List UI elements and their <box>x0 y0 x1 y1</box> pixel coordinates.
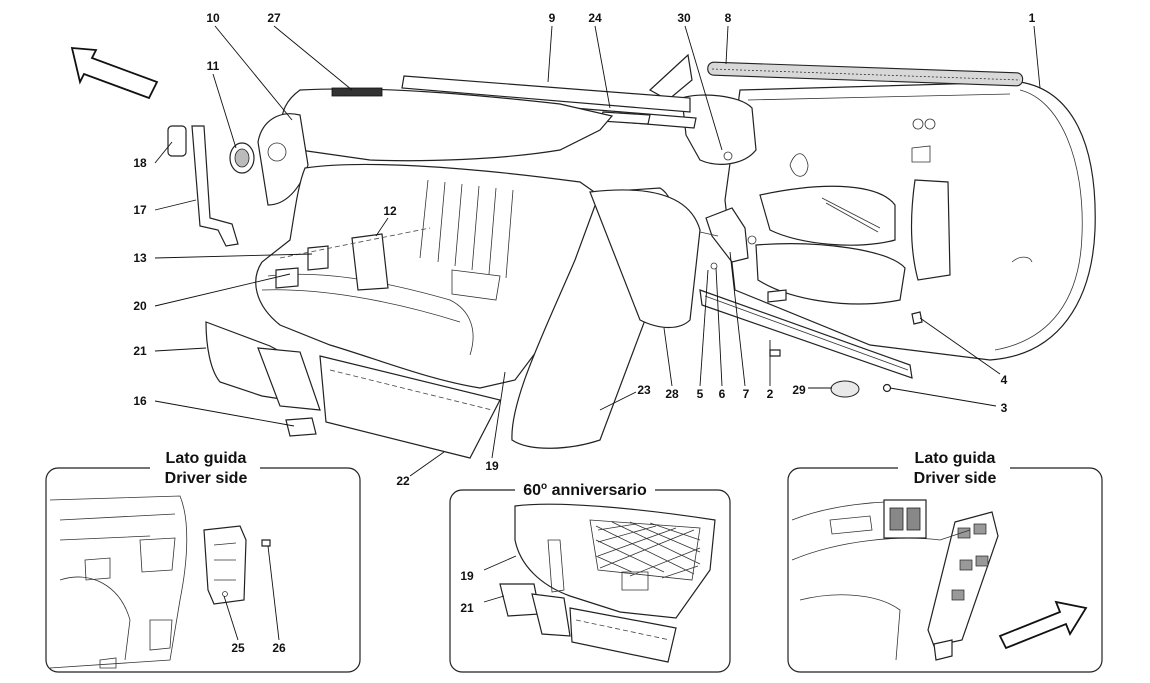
inset-middle-panel-detail <box>483 503 716 663</box>
callout-7: 7 <box>743 387 750 401</box>
side-bolster <box>511 187 701 449</box>
callout-13: 13 <box>133 251 147 265</box>
callout-18: 18 <box>133 156 147 170</box>
inner-door-panel <box>257 87 614 206</box>
callout-9: 9 <box>549 11 556 25</box>
inset-left-door-detail <box>49 495 280 669</box>
armrest-panel <box>255 163 601 389</box>
callout-27: 27 <box>267 11 281 25</box>
callout-3: 3 <box>1001 401 1008 415</box>
mirror-bracket <box>648 53 757 165</box>
direction-arrow-icon <box>70 47 159 100</box>
callout-6: 6 <box>719 387 726 401</box>
callout-20: 20 <box>133 299 147 313</box>
callout-19b: 19 <box>460 569 474 583</box>
callout-11: 11 <box>207 59 220 73</box>
leader-lines <box>154 25 1041 533</box>
callout-10: 10 <box>206 11 220 25</box>
callout-16: 16 <box>133 394 147 408</box>
door-shell <box>724 81 1096 361</box>
callout-24: 24 <box>588 11 602 25</box>
callout-30: 30 <box>677 11 691 25</box>
inset-middle-title: 60o anniversario <box>523 481 647 499</box>
latch-hardware <box>699 207 757 270</box>
door-pull-handle <box>167 125 239 247</box>
callout-1: 1 <box>1029 11 1036 25</box>
callout-25: 25 <box>231 641 245 655</box>
callout-19: 19 <box>485 459 499 473</box>
callout-12: 12 <box>383 204 397 218</box>
callout-5: 5 <box>697 387 704 401</box>
inset-right-title-2: Driver side <box>914 470 997 487</box>
callout-4: 4 <box>1001 373 1008 387</box>
callout-26: 26 <box>272 641 286 655</box>
callout-28: 28 <box>665 387 679 401</box>
inset-left-title-1: Lato guida <box>166 450 247 467</box>
inset-right-driver-side: Lato guida Driver side <box>787 446 1103 673</box>
lower-pocket-panels <box>205 321 501 459</box>
inset-left-driver-side: Lato guida Driver side 25 26 <box>45 446 361 673</box>
window-seal-strip <box>707 61 1024 87</box>
inset-right-switch-detail <box>791 499 999 661</box>
direction-arrow-icon <box>998 600 1088 650</box>
callout-23: 23 <box>637 383 651 397</box>
callout-29: 29 <box>792 383 806 397</box>
speaker-unit <box>229 142 255 174</box>
callout-17: 17 <box>133 203 147 217</box>
callout-21b: 21 <box>460 601 474 615</box>
inset-middle-anniversary: 60o anniversario 19 21 <box>449 478 731 673</box>
inset-right-title-1: Lato guida <box>915 450 996 467</box>
callout-22: 22 <box>396 474 410 488</box>
callout-21: 21 <box>133 344 147 358</box>
inset-left-title-2: Driver side <box>165 470 248 487</box>
sill-trim <box>699 289 913 379</box>
small-fasteners <box>767 289 923 398</box>
callout-2: 2 <box>767 387 774 401</box>
callout-8: 8 <box>725 11 732 25</box>
